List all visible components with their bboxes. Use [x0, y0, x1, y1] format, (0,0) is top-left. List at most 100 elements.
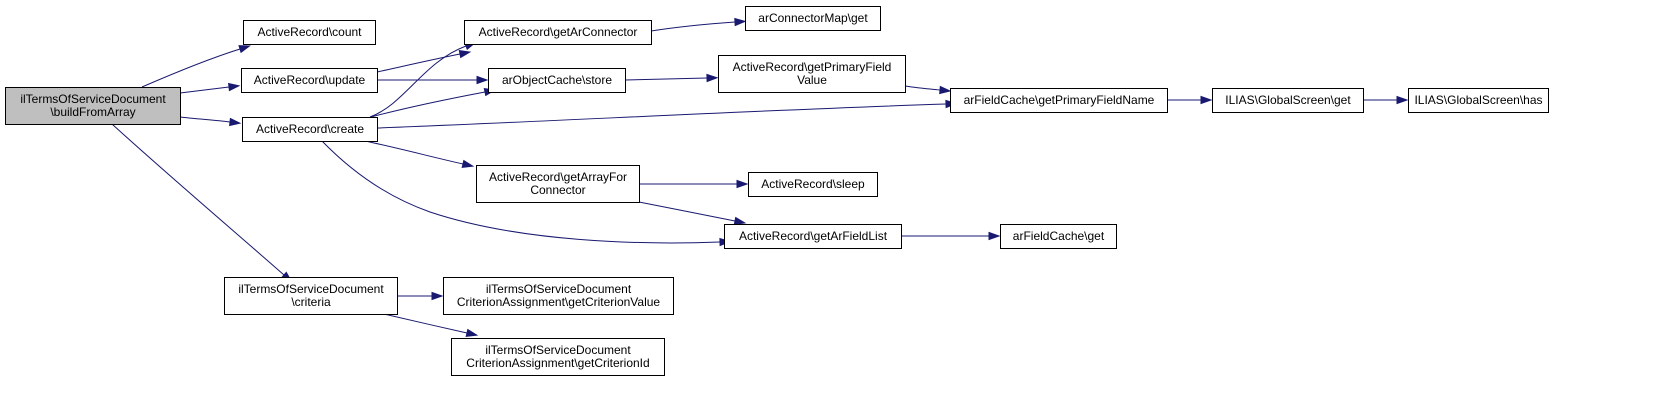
node-label-line: Connector — [530, 183, 585, 197]
node-label-line: arConnectorMap\get — [758, 11, 868, 25]
edge-create-to-getPrimaryFieldName — [376, 99, 958, 129]
node-box[interactable] — [476, 165, 640, 203]
arrowhead-icon — [465, 328, 479, 337]
arrowhead-icon — [706, 73, 719, 83]
node-label-line: \buildFromArray — [50, 105, 135, 119]
node-box[interactable] — [950, 88, 1168, 113]
node-box[interactable] — [464, 20, 652, 45]
edge-getPrimaryFieldName-to-globalScreenGet — [1167, 95, 1213, 105]
node-box[interactable] — [718, 55, 906, 93]
node-label-line: ActiveRecord\getArrayFor — [489, 170, 627, 184]
arrowhead-icon — [461, 159, 475, 168]
arrowhead-icon — [1200, 95, 1213, 105]
node-label-line: \criteria — [291, 295, 331, 309]
node-sleep[interactable]: ActiveRecord\sleep — [748, 172, 878, 197]
edge-criteria-to-getCriterionValue — [397, 291, 444, 301]
arrowhead-icon — [736, 179, 749, 189]
node-getArConnector[interactable]: ActiveRecord\getArConnector — [464, 20, 652, 45]
node-box[interactable] — [1408, 88, 1549, 113]
edge-getArrayForConnector-to-getArFieldList — [638, 201, 747, 225]
node-label-line: arObjectCache\store — [502, 73, 612, 87]
node-box[interactable] — [745, 6, 881, 31]
arrowhead-icon — [939, 85, 952, 95]
node-label-line: ActiveRecord\getArConnector — [479, 25, 638, 39]
edge-line — [179, 116, 231, 123]
node-label-line: CriterionAssignment\getCriterionId — [466, 356, 649, 370]
node-globalScreenHas[interactable]: ILIAS\GlobalScreen\has — [1408, 88, 1549, 113]
node-box[interactable] — [443, 277, 674, 315]
arrowhead-icon — [431, 291, 444, 301]
edge-line — [370, 91, 486, 118]
node-box[interactable] — [451, 338, 665, 376]
node-label-line: arFieldCache\get — [1013, 229, 1105, 243]
node-label-line: ilTermsOfServiceDocument — [485, 343, 631, 357]
node-getArFieldList[interactable]: ActiveRecord\getArFieldList — [724, 224, 902, 249]
node-getCriterionId[interactable]: ilTermsOfServiceDocumentCriterionAssignm… — [451, 338, 665, 376]
node-box[interactable] — [243, 20, 376, 45]
nodes-layer: ilTermsOfServiceDocument\buildFromArrayA… — [5, 6, 1549, 376]
edge-getArConnector-to-connectorMapGet — [650, 17, 747, 32]
node-box[interactable] — [5, 87, 181, 125]
node-label-line: Value — [797, 73, 827, 87]
node-box[interactable] — [1212, 88, 1364, 113]
edge-create-to-getArrayForConnector — [364, 140, 475, 168]
node-globalScreenGet[interactable]: ILIAS\GlobalScreen\get — [1212, 88, 1364, 113]
edge-line — [383, 313, 468, 334]
node-label-line: ILIAS\GlobalScreen\get — [1225, 93, 1351, 107]
edge-criteria-to-getCriterionId — [383, 313, 479, 337]
arrowhead-icon — [734, 17, 747, 27]
edge-root-to-count — [141, 45, 251, 88]
node-label-line: ActiveRecord\getArFieldList — [739, 229, 888, 243]
edge-line — [111, 123, 285, 276]
node-label-line: ActiveRecord\update — [254, 73, 366, 87]
node-count[interactable]: ActiveRecord\count — [243, 20, 376, 45]
edge-update-to-getArConnector — [376, 50, 472, 73]
edge-store-to-getPrimaryFieldValue — [624, 73, 719, 83]
edge-line — [376, 103, 947, 129]
arrowhead-icon — [476, 75, 489, 85]
node-create[interactable]: ActiveRecord\create — [242, 117, 378, 142]
node-label-line: ActiveRecord\create — [256, 122, 364, 136]
edge-line — [179, 86, 230, 94]
node-box[interactable] — [242, 117, 378, 142]
arrowhead-icon — [229, 117, 242, 127]
node-getCriterionValue[interactable]: ilTermsOfServiceDocumentCriterionAssignm… — [443, 277, 674, 315]
edge-line — [141, 48, 241, 88]
node-label-line: ILIAS\GlobalScreen\has — [1414, 93, 1542, 107]
node-connectorMapGet[interactable]: arConnectorMap\get — [745, 6, 881, 31]
node-update[interactable]: ActiveRecord\update — [241, 68, 378, 93]
node-box[interactable] — [1000, 224, 1117, 249]
arrowhead-icon — [988, 231, 1001, 241]
node-fieldCacheGet[interactable]: arFieldCache\get — [1000, 224, 1117, 249]
node-label-line: ActiveRecord\sleep — [761, 177, 865, 191]
node-getPrimaryFieldName[interactable]: arFieldCache\getPrimaryFieldName — [950, 88, 1168, 113]
arrowhead-icon — [733, 216, 747, 225]
edge-getPrimaryFieldValue-to-getPrimaryFieldName — [904, 85, 952, 95]
node-box[interactable] — [224, 277, 398, 315]
edge-getArrayForConnector-to-sleep — [639, 179, 749, 189]
node-box[interactable] — [488, 68, 626, 93]
node-root[interactable]: ilTermsOfServiceDocument\buildFromArray — [5, 87, 181, 125]
node-label-line: ilTermsOfServiceDocument — [486, 282, 632, 296]
edge-line — [904, 85, 941, 91]
node-box[interactable] — [748, 172, 878, 197]
edge-root-to-create — [179, 116, 242, 127]
node-store[interactable]: arObjectCache\store — [488, 68, 626, 93]
node-label-line: arFieldCache\getPrimaryFieldName — [964, 93, 1155, 107]
node-box[interactable] — [724, 224, 902, 249]
node-label-line: ilTermsOfServiceDocument — [20, 92, 166, 106]
edge-line — [369, 45, 467, 118]
edge-line — [376, 53, 461, 73]
edge-getArFieldList-to-fieldCacheGet — [901, 231, 1001, 241]
edge-line — [624, 77, 708, 81]
edge-line — [650, 21, 736, 32]
node-box[interactable] — [241, 68, 378, 93]
arrowhead-icon — [238, 45, 251, 54]
edge-line — [638, 201, 736, 222]
edge-create-to-store — [370, 88, 497, 118]
node-label-line: ActiveRecord\count — [257, 25, 362, 39]
node-criteria[interactable]: ilTermsOfServiceDocument\criteria — [224, 277, 398, 315]
